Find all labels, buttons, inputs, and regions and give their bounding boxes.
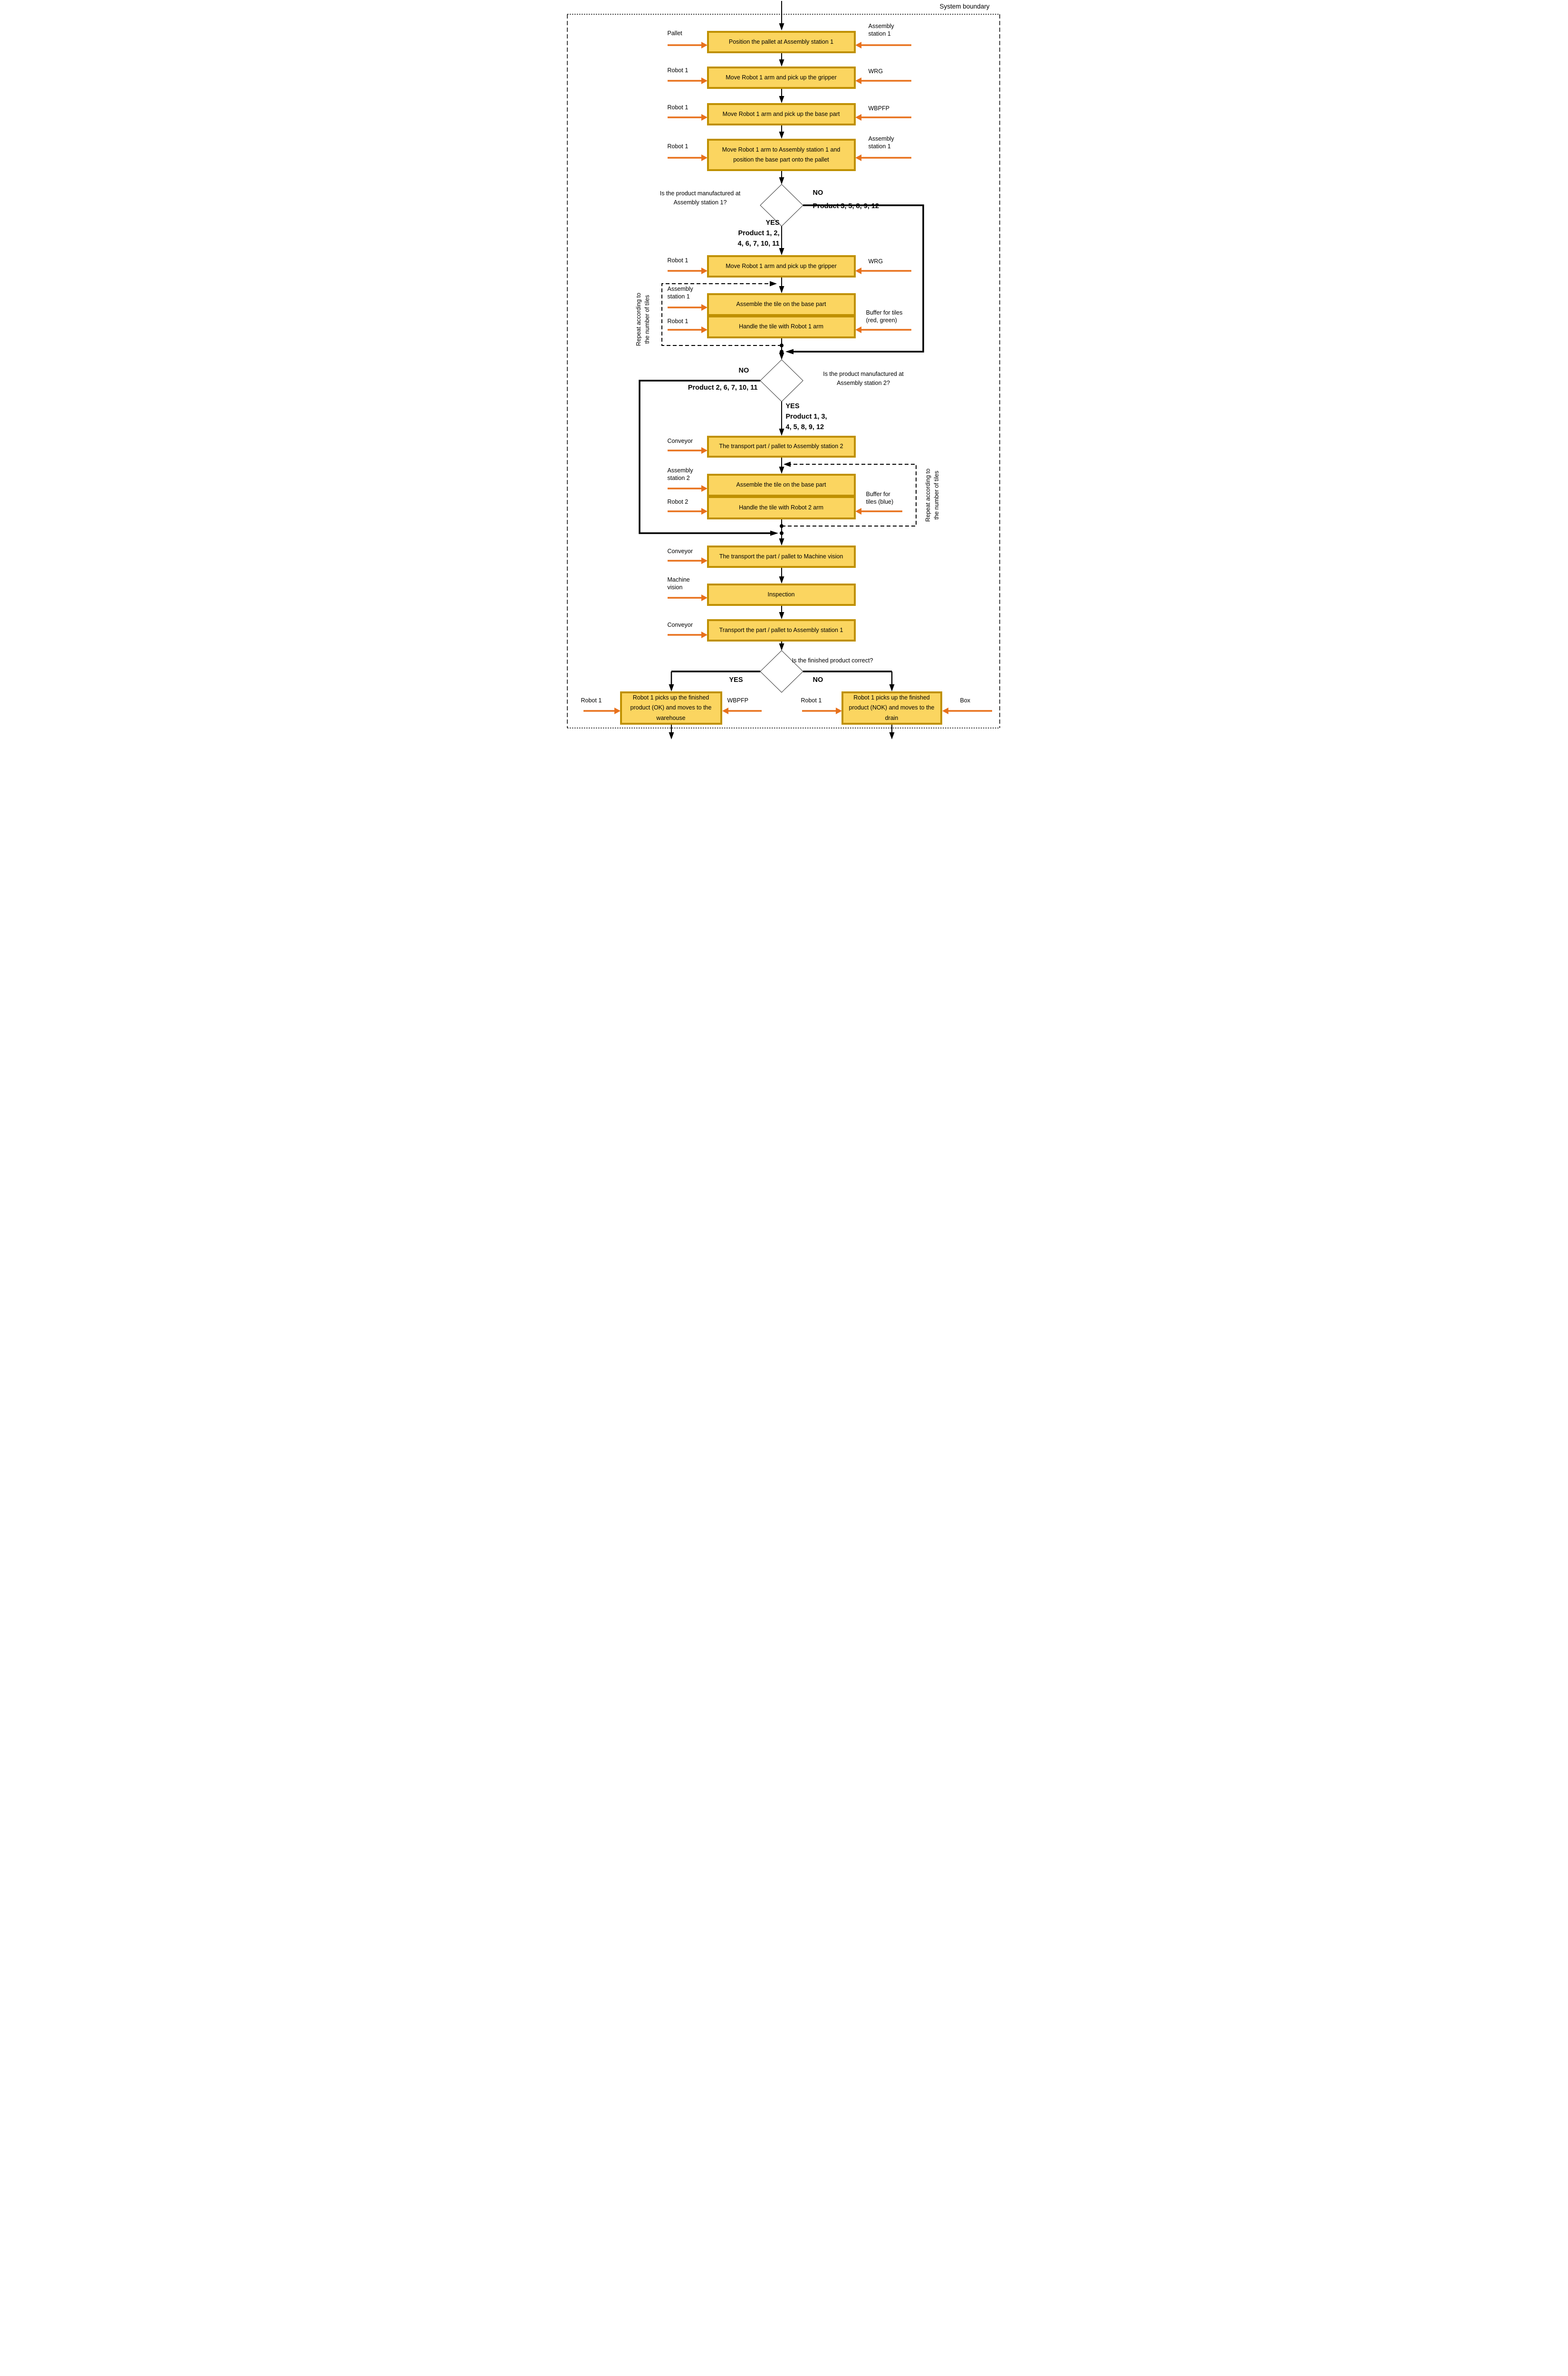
junction-dots [779, 344, 784, 535]
resource-label-assembly-station2-box9: Assembly station 2 [667, 467, 693, 482]
repeat-loop2-dashed [781, 461, 917, 527]
input-arrow-assembly-station1-box1 [855, 42, 911, 48]
decision1-no-products: Product 3, 5, 8, 9, 12 [813, 202, 879, 210]
process-box-pickup-gripper-2: Move Robot 1 arm and pick up the gripper [707, 255, 856, 278]
resource-label-robot1-box2: Robot 1 [667, 67, 688, 74]
process-box-inspection: Inspection [707, 584, 856, 606]
exit-arrows [669, 725, 894, 739]
resource-label-buffer-red-green: Buffer for tiles (red, green) [866, 309, 903, 324]
resource-label-assembly-station1-box6: Assembly station 1 [667, 286, 693, 300]
input-arrow-pallet [667, 42, 708, 48]
process-box-transport-station2: The transport part / pallet to Assembly … [707, 436, 856, 458]
input-arrow-machine-vision-box12 [667, 594, 708, 601]
process-box-position-base-part: Move Robot 1 arm to Assembly station 1 a… [707, 139, 856, 171]
system-boundary-border [566, 14, 1000, 728]
decision1-no-label: NO [813, 189, 823, 197]
input-arrow-conveyor-box11 [667, 557, 708, 564]
decision3-no-label: NO [813, 676, 823, 684]
decision2-no-products: Product 2, 6, 7, 10, 11 [688, 384, 758, 392]
input-arrow-robot1-box4 [667, 154, 708, 161]
process-box-product-nok-drain: Robot 1 picks up the finished product (N… [841, 691, 942, 725]
flowchart-canvas: System boundary Position the pallet at A… [562, 0, 1006, 742]
resource-label-robot1-box4: Robot 1 [667, 143, 688, 150]
decision3-branches [669, 671, 894, 691]
process-box-handle-tile-robot1: Handle the tile with Robot 1 arm [707, 316, 856, 338]
decision3-diamond [759, 650, 803, 693]
input-arrow-robot1-box3 [667, 114, 708, 121]
resource-label-conveyor-box13: Conveyor [667, 622, 693, 628]
input-arrow-buffer-red-green-box7 [855, 326, 911, 333]
resource-label-robot1-box3: Robot 1 [667, 104, 688, 111]
resource-label-robot1-box14: Robot 1 [581, 697, 602, 704]
resource-label-robot1-box5: Robot 1 [667, 257, 688, 264]
flow-lines [779, 1, 784, 651]
repeat-loop1-label: Repeat according to the number of tiles [635, 293, 650, 346]
input-arrow-buffer-blue-box10 [855, 508, 902, 515]
input-arrow-wbpfp-box3 [855, 114, 911, 121]
input-arrow-robot1-box7 [667, 326, 708, 333]
process-box-handle-tile-robot2: Handle the tile with Robot 2 arm [707, 496, 856, 519]
resource-label-assembly-station1-box4: Assembly station 1 [868, 135, 894, 150]
decision-diamonds [759, 184, 803, 693]
input-arrow-conveyor-box8 [667, 447, 708, 454]
resource-label-pallet: Pallet [667, 30, 682, 37]
input-arrow-assembly-station2-box9 [667, 485, 708, 492]
resource-label-machine-vision: Machine vision [667, 576, 690, 591]
input-arrow-robot1-box5 [667, 268, 708, 274]
resource-label-conveyor-box11: Conveyor [667, 548, 693, 555]
decision1-no-branch [785, 204, 924, 354]
input-arrow-assembly-station1-box6 [667, 304, 708, 311]
decision2-yes-label: YES [785, 402, 800, 410]
input-arrow-wbpfp-box14 [722, 708, 762, 714]
decision3-yes-label: YES [729, 676, 743, 684]
resource-label-box-box15: Box [960, 697, 971, 704]
input-arrow-assembly-station1-box4 [855, 154, 911, 161]
repeat-loop1-dashed [661, 281, 782, 346]
input-arrow-wrg-box2 [855, 77, 911, 84]
process-box-assemble-tile-2: Assemble the tile on the base part [707, 474, 856, 497]
decision2-no-branch [638, 380, 778, 536]
input-arrow-robot1-box15 [802, 708, 842, 714]
decision1-yes-products: Product 1, 2, 4, 6, 7, 10, 11 [737, 230, 780, 248]
resource-label-wbpfp-box3: WBPFP [868, 105, 889, 112]
input-arrow-box-box15 [942, 708, 992, 714]
decision2-question: Is the product manufactured at Assembly … [823, 371, 904, 387]
process-box-product-ok-warehouse: Robot 1 picks up the finished product (O… [620, 691, 722, 725]
decision2-diamond [759, 359, 803, 402]
process-box-transport-station1: Transport the part / pallet to Assembly … [707, 619, 856, 642]
resource-label-robot1-box7: Robot 1 [667, 318, 688, 325]
decision1-diamond [759, 184, 803, 227]
resource-label-wrg-box5: WRG [868, 258, 883, 265]
decision2-yes-products: Product 1, 3, 4, 5, 8, 9, 12 [785, 413, 827, 431]
input-arrow-robot2-box10 [667, 508, 708, 515]
flow-connectors [566, 1, 1000, 739]
resource-label-robot1-box15: Robot 1 [801, 697, 822, 704]
decision2-no-label: NO [738, 367, 749, 374]
resource-input-arrows [583, 42, 992, 714]
input-arrow-robot1-box14 [583, 708, 621, 714]
resource-label-conveyor-box8: Conveyor [667, 438, 693, 444]
process-box-assemble-tile-1: Assemble the tile on the base part [707, 293, 856, 316]
process-box-pickup-base-part: Move Robot 1 arm and pick up the base pa… [707, 103, 856, 125]
resource-label-buffer-blue: Buffer for tiles (blue) [866, 491, 894, 506]
resource-label-robot2-box10: Robot 2 [667, 498, 688, 505]
repeat-loop2-label: Repeat according to the number of tiles [924, 469, 940, 522]
system-boundary-label: System boundary [939, 3, 990, 10]
decision1-question: Is the product manufactured at Assembly … [660, 190, 741, 206]
decision3-question: Is the finished product correct? [792, 657, 873, 664]
resource-label-wrg-box2: WRG [868, 68, 883, 75]
input-arrow-robot1-box2 [667, 77, 708, 84]
resource-label-wbpfp-box14: WBPFP [727, 697, 748, 704]
resource-label-assembly-station1-box1: Assembly station 1 [868, 23, 894, 38]
decision1-yes-label: YES [765, 219, 780, 227]
process-box-transport-machine-vision: The transport the part / pallet to Machi… [707, 546, 856, 568]
process-box-position-pallet: Position the pallet at Assembly station … [707, 31, 856, 53]
input-arrow-conveyor-box13 [667, 632, 708, 638]
process-box-pickup-gripper-1: Move Robot 1 arm and pick up the gripper [707, 67, 856, 89]
input-arrow-wrg-box5 [855, 268, 911, 274]
